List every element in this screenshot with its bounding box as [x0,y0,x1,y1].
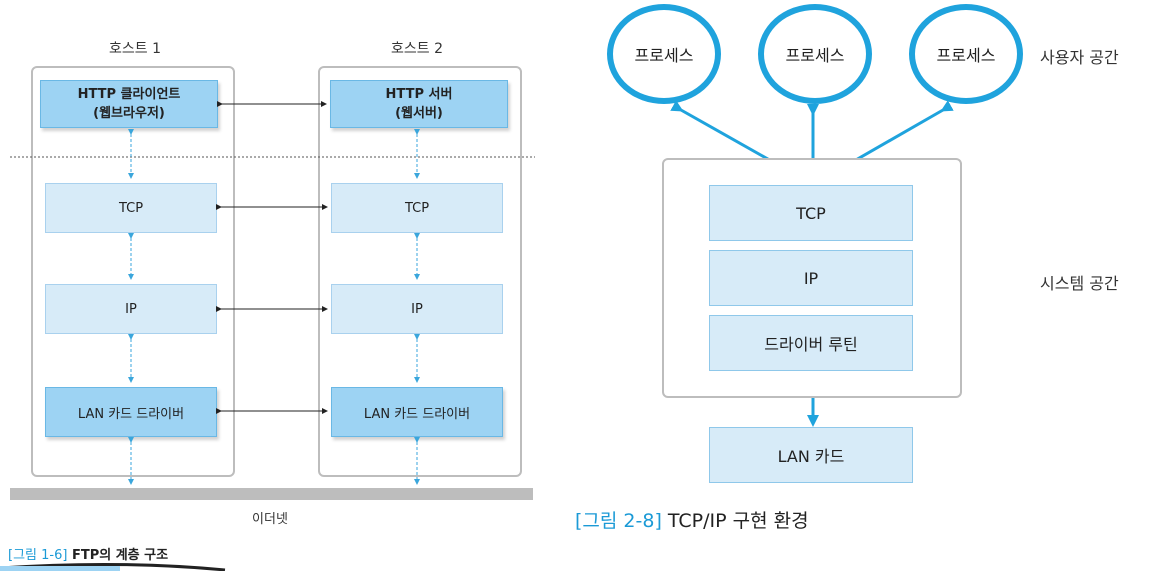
system-space-label: 시스템 공간 [1040,274,1119,293]
host2-lan-driver-layer: LAN 카드 드라이버 [331,387,503,437]
lan-card-block: LAN 카드 [709,427,913,483]
host1-ip-layer: IP [45,284,217,334]
ethernet-bar [10,488,533,500]
right-caption-figure-number: [그림 2-8] [575,510,662,532]
ip-block: IP [709,250,913,306]
host1-lan-driver-layer: LAN 카드 드라이버 [45,387,217,437]
left-caption-text: FTP의 계층 구조 [67,548,169,563]
driver-routine-block: 드라이버 루틴 [709,315,913,371]
host1-label: 호스트 1 [109,41,161,57]
right-caption: [그림 2-8] TCP/IP 구현 환경 [575,506,809,533]
ethernet-label: 이더넷 [252,512,288,527]
host2-http-server-layer: HTTP 서버 (웹서버) [330,80,508,128]
host2-ip-layer: IP [331,284,503,334]
left-connectors [0,101,535,571]
process-circle-3: 프로세스 [909,4,1023,104]
host2-label: 호스트 2 [391,41,443,57]
left-caption: [그림 1-6] FTP의 계층 구조 [8,544,168,563]
process-circle-2: 프로세스 [758,4,872,104]
host1-tcp-layer: TCP [45,183,217,233]
left-caption-figure-number: [그림 1-6] [8,548,68,563]
process-circle-1: 프로세스 [607,4,721,104]
right-caption-text: TCP/IP 구현 환경 [661,510,809,532]
host1-http-client-layer: HTTP 클라이언트 (웹브라우저) [40,80,218,128]
host2-tcp-layer: TCP [331,183,503,233]
tcp-block: TCP [709,185,913,241]
user-space-label: 사용자 공간 [1040,48,1119,67]
decorative-swoosh-fill [0,566,120,571]
